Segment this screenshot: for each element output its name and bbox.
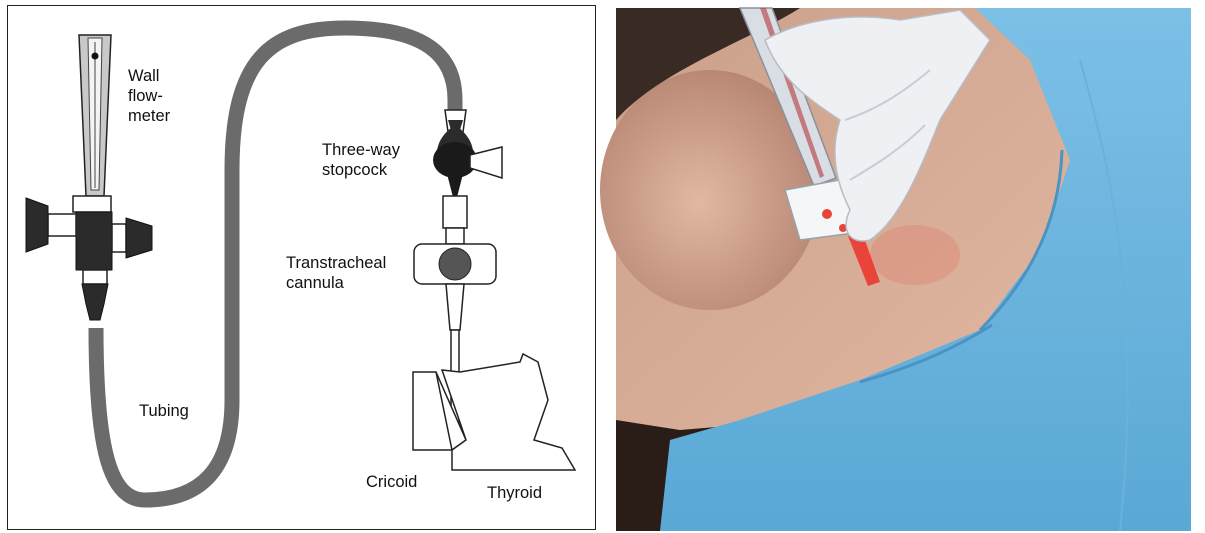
photo-panel: [600, 0, 1205, 533]
label-thyroid: Thyroid: [487, 483, 542, 503]
label-three-way-stopcock: Three-way stopcock: [322, 140, 400, 180]
label-cricoid: Cricoid: [366, 472, 417, 492]
larynx-cartilage-outline: [413, 354, 575, 470]
label-wall-flowmeter: Wall flow- meter: [128, 66, 170, 126]
three-way-stopcock-device: [433, 110, 502, 228]
label-transtracheal-cannula: Transtracheal cannula: [286, 253, 386, 293]
procedure-photo: [600, 0, 1205, 533]
label-tubing: Tubing: [139, 401, 189, 421]
diagram-panel: Wall flow- meter Three-way stopcock Tran…: [0, 0, 598, 533]
